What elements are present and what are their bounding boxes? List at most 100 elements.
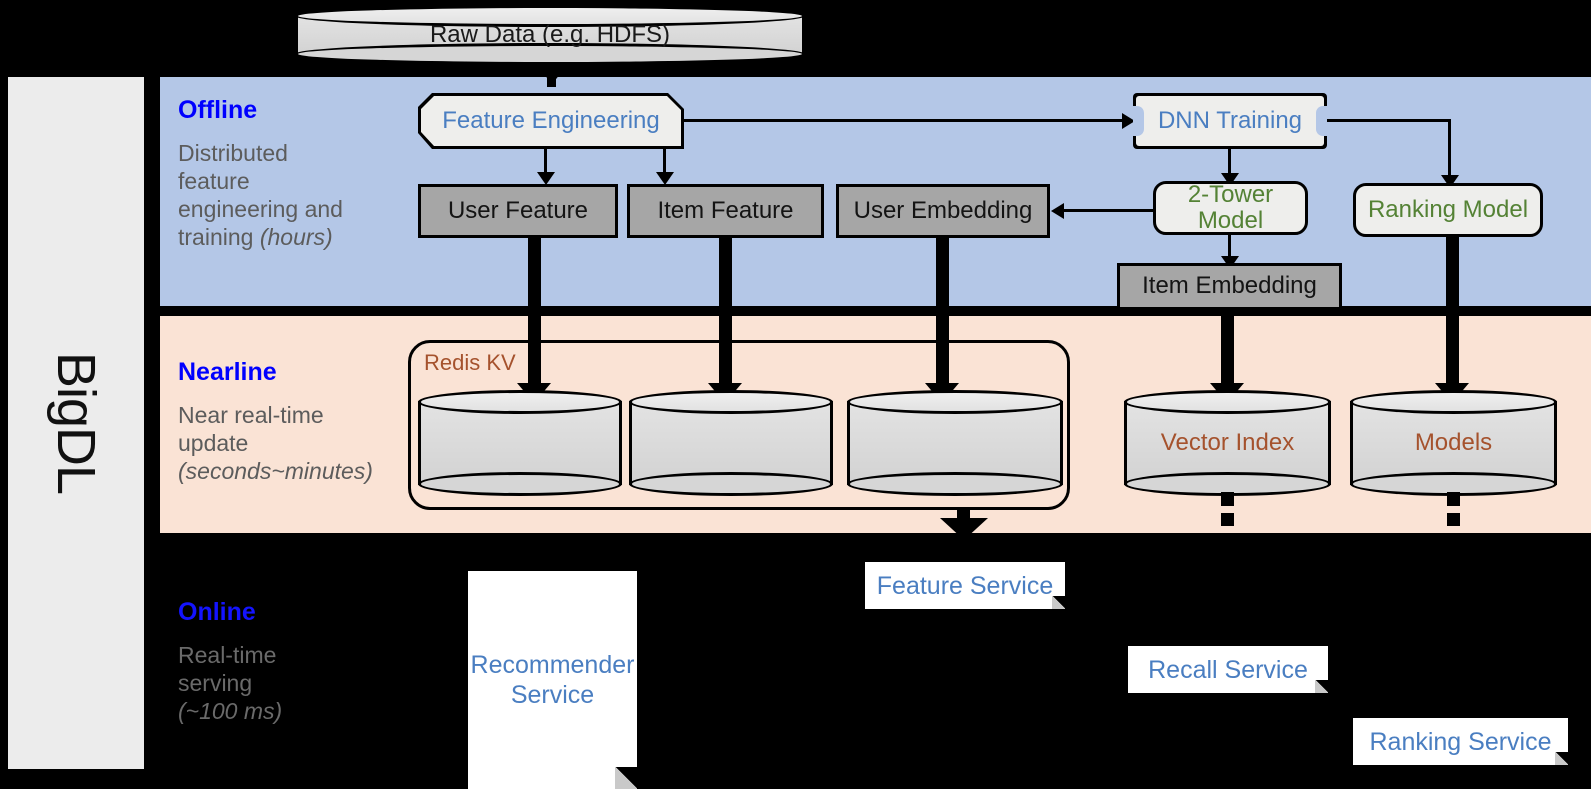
redis-store-user-feature[interactable] (418, 390, 622, 496)
arrowhead-fe-to-dnn (1122, 113, 1135, 129)
arrowhead-rawdata-to-fe (534, 62, 570, 84)
models-cylinder[interactable]: Models (1350, 390, 1557, 496)
page-fold-icon (615, 767, 637, 789)
redis-store-user-embedding[interactable] (847, 390, 1063, 496)
cylinder-top (1124, 390, 1331, 414)
connector-models-seg1 (1447, 492, 1460, 506)
cylinder-bottom (847, 472, 1063, 496)
connector-vector-index-seg1 (1221, 492, 1234, 506)
cylinder-body (847, 401, 1063, 485)
page-fold-icon (1315, 680, 1328, 693)
nearline-desc-l2: update (178, 430, 249, 457)
nearline-description: Near real-time update (seconds~minutes) (178, 401, 408, 485)
cylinder-body (1350, 401, 1557, 485)
pipe-ranking-model (1446, 237, 1459, 388)
online-desc-l2: serving (178, 670, 253, 697)
cylinder-top (418, 390, 622, 414)
connector-fe-to-user-feature (544, 149, 547, 176)
recommender-service-node[interactable]: Recommender Service (468, 571, 637, 789)
arrowhead-two-tower-to-user-embedding (1051, 203, 1064, 219)
two-tower-model-node[interactable]: 2-Tower Model (1153, 181, 1308, 235)
feature-service-node[interactable]: Feature Service (865, 562, 1065, 609)
cylinder-body (629, 401, 833, 485)
raw-data-cylinder: Raw Data (e.g. HDFS) (295, 5, 805, 65)
redis-store-item-feature[interactable] (629, 390, 833, 496)
redis-kv-label: Redis KV (424, 350, 516, 375)
cylinder-body (418, 401, 622, 485)
arrowhead-fe-to-item-feature (656, 172, 674, 185)
item-feature-node[interactable]: Item Feature (627, 184, 824, 238)
recall-service-label: Recall Service (1148, 655, 1308, 684)
cylinder-body (1124, 401, 1331, 485)
connector-fe-to-item-feature (663, 149, 666, 176)
connector-dnn-to-two-tower (1228, 149, 1231, 177)
online-description: Real-time serving (~100 ms) (178, 641, 388, 725)
vector-index-cylinder[interactable]: Vector Index (1124, 390, 1331, 496)
cylinder-top (295, 5, 805, 27)
online-desc-italic: (~100 ms) (178, 698, 283, 725)
connector-models-seg2 (1447, 513, 1460, 526)
nearline-desc-l1: Near real-time (178, 402, 324, 428)
nearline-desc-italic: (seconds~minutes) (178, 458, 373, 485)
offline-desc-l4: training (hours) (178, 223, 378, 251)
online-desc-l1: Real-time (178, 642, 277, 668)
cylinder-top (629, 390, 833, 414)
pipe-item-feature (719, 238, 732, 388)
recommender-service-label: Recommender Service (468, 650, 637, 710)
bracket-notch-right (1316, 106, 1327, 136)
ranking-model-label: Ranking Model (1367, 195, 1529, 223)
raw-data-label: Raw Data (e.g. HDFS) (429, 21, 671, 48)
connector-dnn-to-ranking-v (1448, 119, 1451, 179)
bigdl-sidebar: BigDL (8, 77, 144, 769)
online-caption: Online Real-time serving (~100 ms) (178, 598, 388, 725)
recall-service-node[interactable]: Recall Service (1128, 646, 1328, 693)
offline-description: Distributed feature engineering and trai… (178, 139, 378, 251)
ranking-service-label: Ranking Service (1369, 727, 1552, 756)
pipe-item-embedding (1221, 310, 1234, 388)
ranking-service-node[interactable]: Ranking Service (1353, 718, 1568, 765)
feature-engineering-node[interactable]: Feature Engineering (418, 93, 684, 149)
dnn-training-inner (1136, 96, 1324, 146)
bracket-notch-left (1133, 106, 1144, 136)
connector-two-tower-to-item-embedding (1228, 235, 1231, 261)
feature-service-label: Feature Service (876, 571, 1054, 600)
recommender-service-l2: Service (510, 681, 595, 709)
redis-kv-group (408, 340, 1070, 510)
item-embedding-node[interactable]: Item Embedding (1117, 263, 1342, 310)
pipe-user-embedding (936, 238, 949, 388)
offline-desc-l1: Distributed (178, 140, 288, 166)
offline-title: Offline (178, 96, 258, 124)
connector-fe-to-dnn (684, 119, 1124, 122)
nearline-title: Nearline (178, 358, 277, 386)
offline-desc-l2: feature (178, 168, 250, 195)
connector-two-tower-to-user-embedding (1064, 209, 1154, 212)
arrowhead-fe-to-user-feature (537, 172, 555, 185)
user-embedding-node[interactable]: User Embedding (836, 184, 1050, 238)
cylinder-top (847, 390, 1063, 414)
cylinder-top (1350, 390, 1557, 414)
page-fold-icon (1555, 752, 1568, 765)
online-title: Online (178, 598, 256, 626)
ranking-model-node[interactable]: Ranking Model (1353, 183, 1543, 237)
vector-index-label: Vector Index (1160, 429, 1295, 456)
pipe-user-feature (528, 238, 541, 388)
user-feature-node[interactable]: User Feature (418, 184, 618, 238)
nearline-caption: Nearline Near real-time update (seconds~… (178, 358, 408, 485)
two-tower-model-label: 2-Tower Model (1187, 180, 1274, 234)
connector-redis-to-feature-service (957, 508, 970, 521)
offline-desc-l4-text: training (178, 224, 260, 251)
feature-engineering-label: Feature Engineering (421, 96, 681, 146)
connector-vector-index-seg2 (1221, 513, 1234, 526)
cylinder-bottom (629, 472, 833, 496)
recommender-service-l1: Recommender (470, 651, 635, 679)
offline-desc-l3: engineering and (178, 196, 343, 223)
models-label: Models (1414, 429, 1493, 456)
cylinder-bottom (418, 472, 622, 496)
connector-dnn-to-ranking-h (1327, 119, 1451, 122)
offline-desc-italic: (hours) (259, 224, 333, 251)
dnn-training-node[interactable]: DNN Training (1133, 93, 1327, 149)
offline-caption: Offline Distributed feature engineering … (178, 96, 378, 251)
bigdl-sidebar-label: BigDL (46, 351, 106, 495)
dnn-training-label: DNN Training (1157, 107, 1303, 134)
arrowhead-redis-to-feature-service (940, 518, 988, 540)
